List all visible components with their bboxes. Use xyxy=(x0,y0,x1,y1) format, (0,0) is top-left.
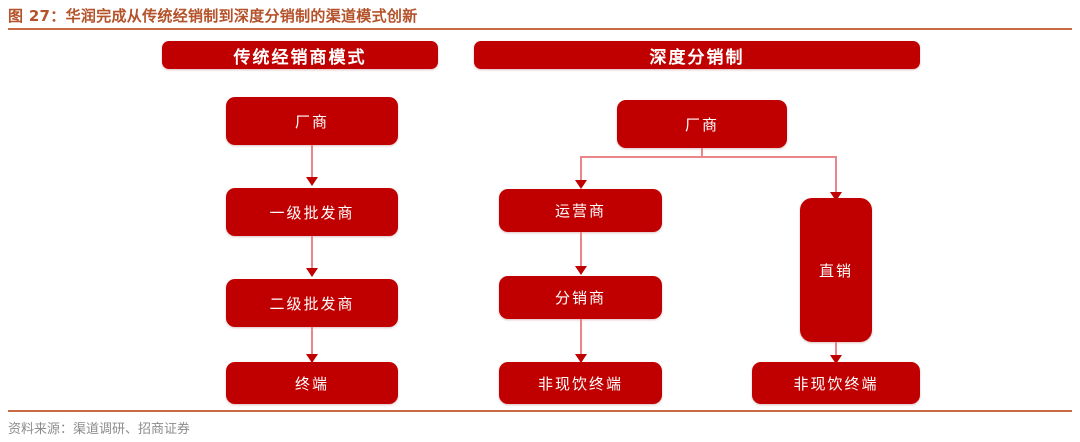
connector-d1-trunk xyxy=(701,148,703,157)
connector-d1-d2 xyxy=(580,156,582,183)
connector-d1-d5 xyxy=(835,156,837,196)
node-deep-direct-sales: 直销 xyxy=(800,198,872,342)
footer-divider xyxy=(8,410,1072,412)
node-deep-nondrink-terminal-right: 非现饮终端 xyxy=(752,362,920,404)
node-deep-operator: 运营商 xyxy=(499,189,662,232)
arrowhead-t2-t3 xyxy=(306,268,318,277)
arrowhead-d2-d3 xyxy=(575,266,587,275)
connector-branch-spine xyxy=(580,156,836,158)
arrowhead-t1-t2 xyxy=(306,177,318,186)
banner-deep-distribution: 深度分销制 xyxy=(474,41,920,69)
node-traditional-wholesaler-2: 二级批发商 xyxy=(226,279,398,327)
connector-t2-t3 xyxy=(311,236,313,276)
node-traditional-wholesaler-1: 一级批发商 xyxy=(226,188,398,236)
connector-d3-d4 xyxy=(580,319,582,362)
arrowhead-d1-d5 xyxy=(830,192,842,201)
node-traditional-manufacturer: 厂商 xyxy=(226,97,398,145)
node-deep-manufacturer: 厂商 xyxy=(617,100,787,148)
connector-t3-t4 xyxy=(311,327,313,362)
arrowhead-d3-d4 xyxy=(575,354,587,363)
page-title: 图 27：华润完成从传统经销制到深度分销制的渠道模式创新 xyxy=(8,7,418,25)
title-divider xyxy=(8,28,1072,30)
source-note: 资料来源：渠道调研、招商证券 xyxy=(8,422,191,437)
node-traditional-terminal: 终端 xyxy=(226,362,398,404)
arrowhead-d5-d6 xyxy=(830,355,842,364)
arrowhead-t3-t4 xyxy=(306,354,318,363)
banner-traditional: 传统经销商模式 xyxy=(162,41,438,69)
arrowhead-d1-d2 xyxy=(575,180,587,189)
node-deep-nondrink-terminal-left: 非现饮终端 xyxy=(499,362,662,404)
connector-d2-d3 xyxy=(580,232,582,274)
connector-d5-d6 xyxy=(835,342,837,366)
connector-t1-t2 xyxy=(311,145,313,185)
node-deep-distributor: 分销商 xyxy=(499,276,662,319)
